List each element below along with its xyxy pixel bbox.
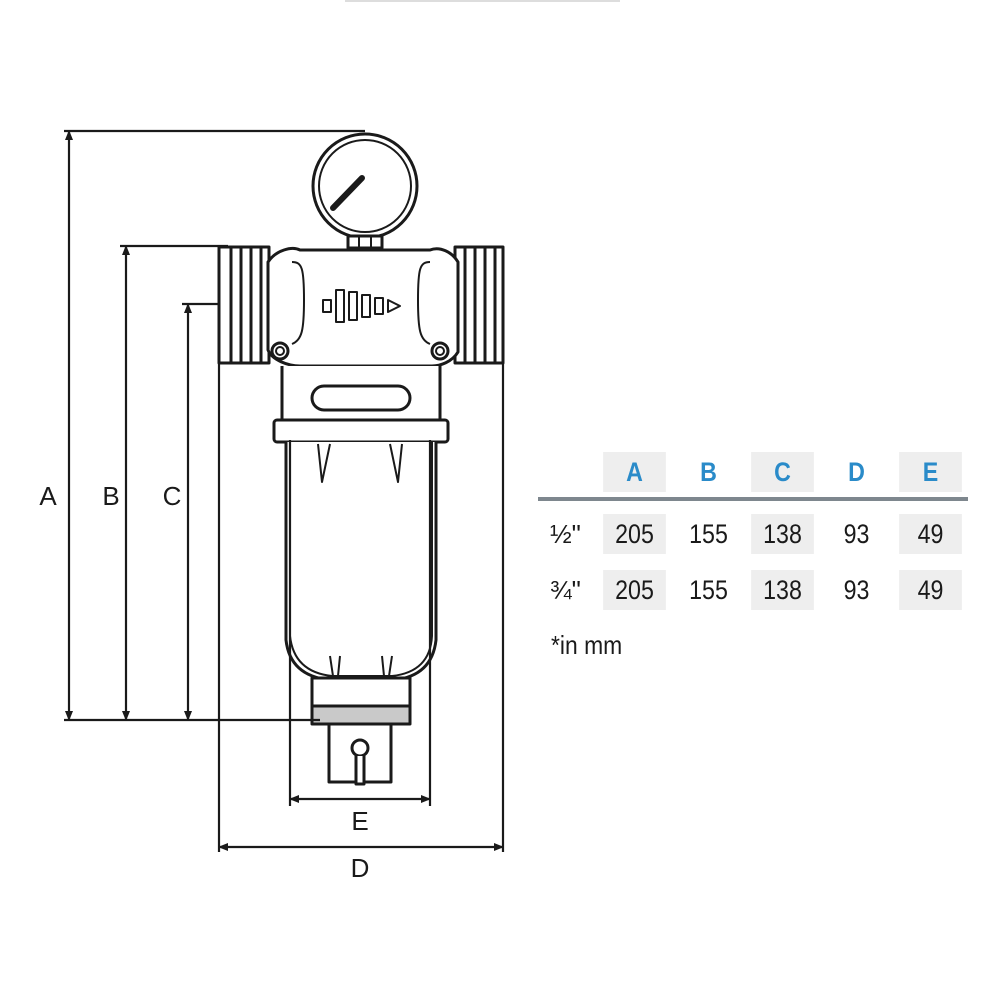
table-header-rule bbox=[538, 497, 968, 501]
table-cell: 138 bbox=[751, 570, 814, 610]
table-row: ½" 205 155 138 93 49 bbox=[538, 514, 968, 554]
table-cell: 205 bbox=[603, 570, 666, 610]
dim-label-e: E bbox=[351, 806, 368, 836]
header-cell-e: E bbox=[899, 452, 962, 492]
dimension-table: A B C D E ½" 205 155 138 93 49 ¾" 205 15… bbox=[538, 452, 968, 610]
table-cell: 205 bbox=[603, 514, 666, 554]
table-cell: 138 bbox=[751, 514, 814, 554]
row-size-label: ¾" bbox=[550, 575, 581, 605]
header-cell-b: B bbox=[700, 457, 717, 487]
extension-lines bbox=[64, 129, 505, 852]
header-cell-d: D bbox=[848, 457, 865, 487]
table-cell: 93 bbox=[843, 519, 870, 549]
dim-label-c: C bbox=[163, 481, 182, 511]
dimension-lines bbox=[65, 130, 504, 851]
filter-bowl bbox=[284, 442, 438, 786]
header-cell-c: C bbox=[751, 452, 814, 492]
row-size-label: ½" bbox=[550, 519, 581, 549]
filter-outline bbox=[217, 132, 505, 786]
dim-label-d: D bbox=[351, 853, 370, 883]
table-cell: 155 bbox=[689, 519, 728, 549]
table-row: ¾" 205 155 138 93 49 bbox=[538, 570, 968, 610]
table-cell: 155 bbox=[689, 575, 728, 605]
dim-label-a: A bbox=[39, 481, 57, 511]
dim-label-b: B bbox=[102, 481, 119, 511]
filter-head bbox=[266, 247, 460, 444]
table-header-row: A B C D E bbox=[538, 452, 968, 492]
header-cell-a: A bbox=[603, 452, 666, 492]
outlet-connector bbox=[453, 245, 505, 365]
pressure-gauge-icon bbox=[311, 132, 419, 250]
units-note: *in mm bbox=[551, 630, 623, 660]
inlet-connector bbox=[217, 245, 271, 365]
table-cell: 93 bbox=[843, 575, 870, 605]
table-cell: 49 bbox=[899, 514, 962, 554]
table-cell: 49 bbox=[899, 570, 962, 610]
